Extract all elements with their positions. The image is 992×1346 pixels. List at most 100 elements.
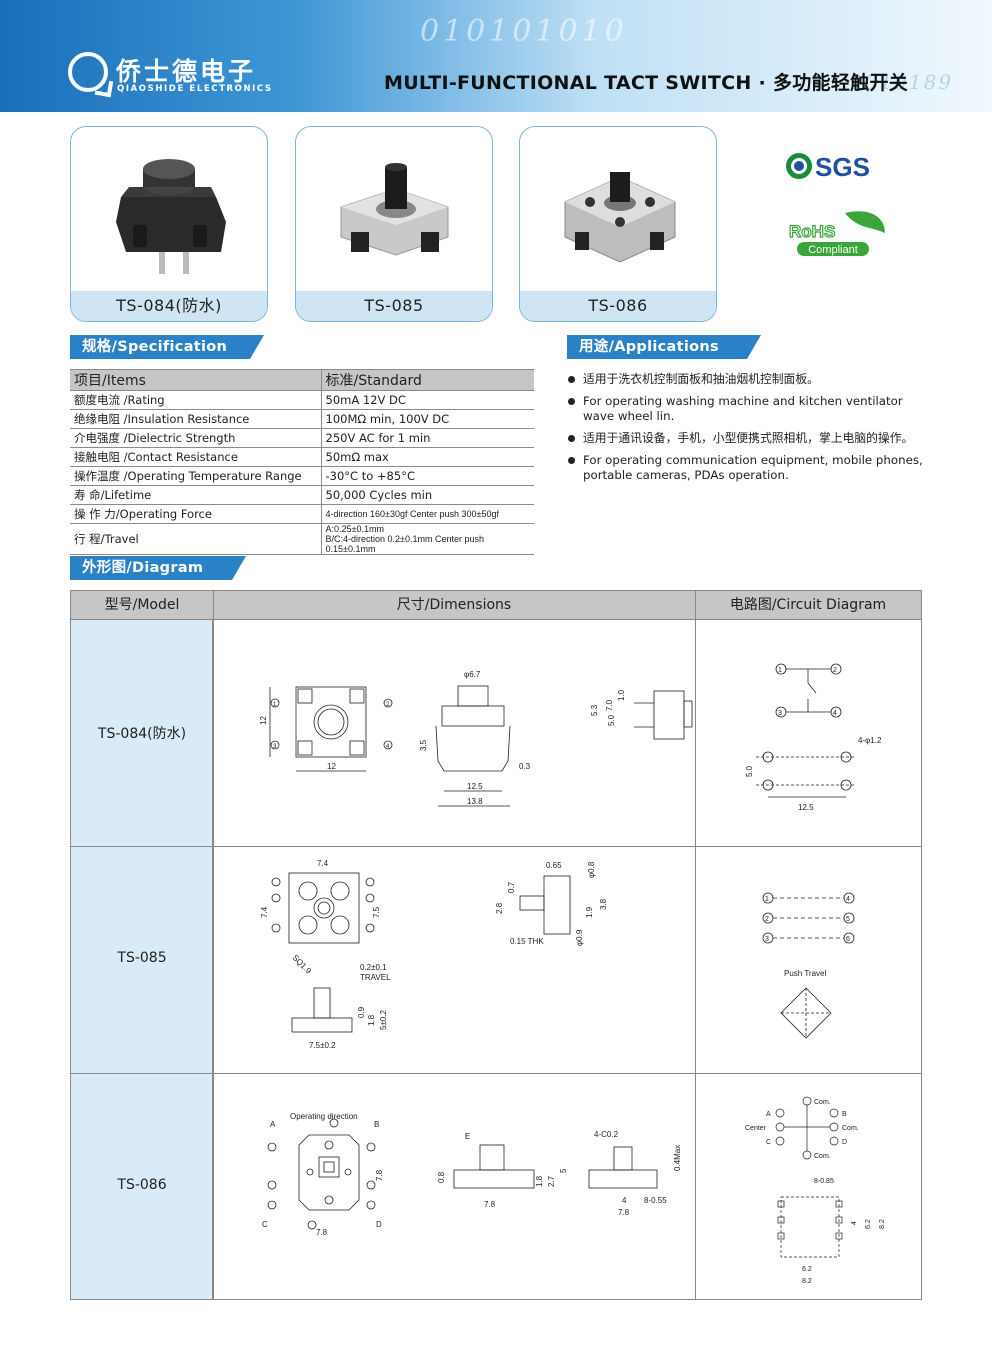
spec-value: 100MΩ min, 100V DC xyxy=(321,409,534,429)
spec-item: 操 作 力/Operating Force xyxy=(70,504,322,524)
dim-label: 0.7 xyxy=(507,881,516,893)
ts086-photo xyxy=(564,172,676,263)
diagram-table: 型号/Model 尺寸/Dimensions 电路图/Circuit Diagr… xyxy=(70,590,922,1300)
dim-label: 1.0 xyxy=(617,689,626,701)
spec-item: 寿 命/Lifetime xyxy=(70,485,322,505)
col-divider xyxy=(695,591,696,1299)
dim-label: 7.0 xyxy=(605,699,614,711)
dim-label: φ6.7 xyxy=(464,670,481,679)
dim-label: 0.3 xyxy=(519,762,531,771)
list-item: 适用于通讯设备，手机，小型便携式照相机，掌上电脑的操作。 xyxy=(567,431,927,446)
pin-number: 1 xyxy=(273,702,277,708)
direction-letter: D xyxy=(842,1139,847,1146)
spec-item: 介电强度 /Dielectric Strength xyxy=(70,428,322,448)
center-label: Center xyxy=(745,1125,767,1132)
direction-letter: A xyxy=(270,1120,276,1129)
list-item: For operating communication equipment, m… xyxy=(567,453,927,483)
section-spec-title: 规格/Specification xyxy=(70,335,264,359)
dim-label: Operating direction xyxy=(290,1112,358,1121)
model-label-ts085: TS-085 xyxy=(117,950,167,966)
model-label-ts086: TS-086 xyxy=(117,1177,167,1193)
spec-item: 操作温度 /Operating Temperature Range xyxy=(70,466,322,486)
dim-label: 7.8 xyxy=(484,1200,496,1209)
spec-value: 50mA 12V DC xyxy=(321,390,534,410)
rohs-logo-icon: RoHS Compliant xyxy=(788,211,885,256)
product-card-ts085: TS-085 xyxy=(295,126,493,322)
table-row: 操作温度 /Operating Temperature Range-30°C t… xyxy=(70,466,534,486)
rohs-text: RoHS xyxy=(789,222,835,241)
spec-item: 绝缘电阻 /Insulation Resistance xyxy=(70,409,322,429)
pin-number: 1 xyxy=(765,896,769,903)
dim-label: 0.8 xyxy=(437,1171,446,1183)
dim-label: 7.4 xyxy=(260,906,269,918)
dim-label: 8.2 xyxy=(879,1219,886,1229)
spec-header-row: 项目/Items 标准/Standard xyxy=(70,369,534,391)
dim-label: 4-φ1.2 xyxy=(858,736,882,745)
spec-value: 50,000 Cycles min xyxy=(321,485,534,505)
model-label-ts084: TS-084(防水) xyxy=(97,726,187,742)
pin-number: 4 xyxy=(386,744,390,750)
applications-list: 适用于洗衣机控制面板和抽油烟机控制面板。 For operating washi… xyxy=(567,372,927,490)
model-column-bg xyxy=(71,591,213,1299)
direction-letter: B xyxy=(374,1120,379,1129)
dim-label: 5.0 xyxy=(607,714,616,726)
dim-label: 7.4 xyxy=(317,859,329,868)
dim-label: 5±0.2 xyxy=(379,1009,388,1030)
dim-label: 7.5±0.2 xyxy=(309,1041,336,1050)
dim-label: 1.9 xyxy=(585,906,594,918)
spec-item: 接触电阻 /Contact Resistance xyxy=(70,447,322,467)
dim-label: 12 xyxy=(327,762,336,771)
diagram-header-row xyxy=(71,591,921,620)
ts084-dimension-drawing: 12 12 1 2 3 4 φ6.7 5.3 7.0 3.5 12.5 13.8… xyxy=(259,670,693,807)
spec-value: 4-direction 160±30gf Center push 300±50g… xyxy=(321,504,534,524)
pin-number: 5 xyxy=(846,916,850,923)
binary-decoration: 010101010 xyxy=(420,14,628,49)
dim-label: 6.2 xyxy=(865,1219,872,1229)
spec-value: 250V AC for 1 min xyxy=(321,428,534,448)
section-diagram-title: 外形图/Diagram xyxy=(70,556,246,580)
list-item: 适用于洗衣机控制面板和抽油烟机控制面板。 xyxy=(567,372,927,387)
dim-label: 7.5 xyxy=(372,906,381,918)
dim-label: 2.7 xyxy=(547,1175,556,1187)
ts086-dimension-drawing: Operating direction A B C D 7.8 7.8 E 0.… xyxy=(262,1112,682,1237)
dim-label: 0.65 xyxy=(546,861,562,870)
dim-label: 1.8 xyxy=(535,1175,544,1187)
dim-label: 2.8 xyxy=(495,902,504,914)
dim-label: SQ1.9 xyxy=(291,953,314,976)
pin-number: 2 xyxy=(386,702,390,708)
ts085-photo xyxy=(340,163,449,256)
dim-label: 8.2 xyxy=(802,1278,812,1285)
dim-label: 0.9 xyxy=(357,1006,366,1018)
sgs-logo-icon: SGS xyxy=(786,152,870,182)
dim-label: 7.8 xyxy=(375,1169,384,1181)
dim-label: 8-0.55 xyxy=(644,1196,667,1205)
dim-label: 5.0 xyxy=(745,765,754,777)
dim-label: 5 xyxy=(559,1168,568,1173)
dim-label: 1.8 xyxy=(367,1014,376,1026)
spec-value: -30°C to +85°C xyxy=(321,466,534,486)
product-card-ts086: TS-086 xyxy=(519,126,717,322)
pin-number: 3 xyxy=(765,936,769,943)
spec-header-items: 项目/Items xyxy=(70,369,322,391)
dim-label: E xyxy=(465,1132,470,1141)
pin-number: 1 xyxy=(778,667,782,674)
pin-number: 2 xyxy=(833,667,837,674)
ts086-circuit-diagram: Com. Com. A B Center Com. C D 8-0.85 4 6… xyxy=(745,1096,886,1285)
dim-label: 12 xyxy=(259,716,268,725)
dim-label: 4 xyxy=(622,1196,627,1205)
push-travel-label: Push Travel xyxy=(784,969,826,978)
dim-label: 12.5 xyxy=(467,782,483,791)
spec-value-line: B/C:4-direction 0.2±0.1mm Center push 0.… xyxy=(325,534,485,554)
direction-letter: B xyxy=(842,1111,847,1118)
header-model: 型号/Model xyxy=(104,597,180,613)
table-row xyxy=(71,620,921,847)
direction-letter: A xyxy=(766,1111,771,1118)
spec-header-standard: 标准/Standard xyxy=(321,369,534,391)
com-label: Com. xyxy=(814,1099,831,1106)
spec-value-line: A:0.25±0.1mm xyxy=(325,524,384,534)
